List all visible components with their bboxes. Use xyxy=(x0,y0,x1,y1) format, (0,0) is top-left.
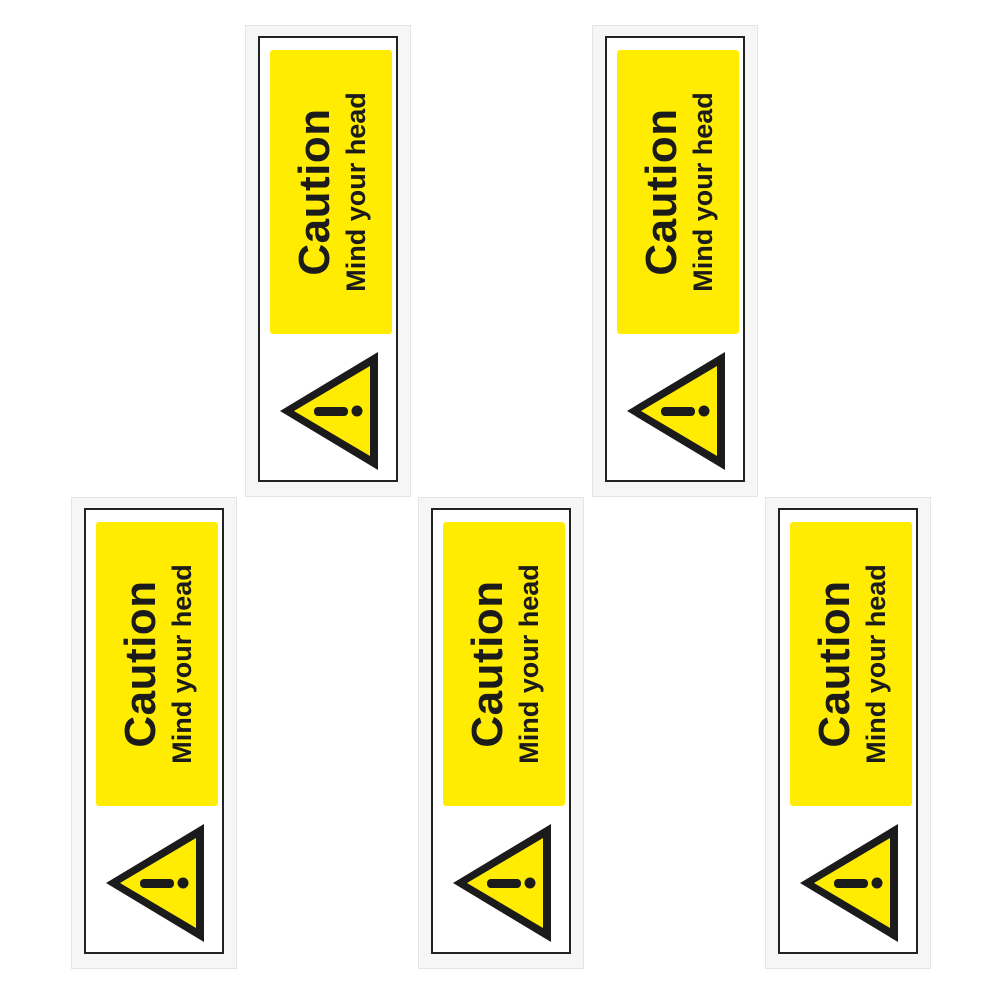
yellow-label: Caution Mind your head xyxy=(617,50,739,334)
caution-sticker: Caution Mind your head xyxy=(593,26,757,496)
caution-title: Caution xyxy=(463,580,512,748)
caution-title: Caution xyxy=(290,108,339,276)
caution-subtitle: Mind your head xyxy=(861,564,891,764)
yellow-label: Caution Mind your head xyxy=(443,522,565,806)
caution-sticker: Caution Mind your head xyxy=(72,498,236,968)
label-text-group: Caution Mind your head xyxy=(116,533,198,795)
yellow-label: Caution Mind your head xyxy=(270,50,392,334)
label-text-group: Caution Mind your head xyxy=(637,61,719,323)
caution-subtitle: Mind your head xyxy=(514,564,544,764)
caution-subtitle: Mind your head xyxy=(167,564,197,764)
warning-triangle-icon xyxy=(100,820,212,946)
warning-triangle-icon xyxy=(794,820,906,946)
label-text-group: Caution Mind your head xyxy=(810,533,892,795)
caution-title: Caution xyxy=(637,108,686,276)
warning-triangle-icon xyxy=(621,348,733,474)
caution-title: Caution xyxy=(810,580,859,748)
yellow-label: Caution Mind your head xyxy=(790,522,912,806)
warning-triangle-icon xyxy=(447,820,559,946)
caution-sticker: Caution Mind your head xyxy=(246,26,410,496)
caution-sticker: Caution Mind your head xyxy=(419,498,583,968)
label-text-group: Caution Mind your head xyxy=(290,61,372,323)
label-text-group: Caution Mind your head xyxy=(463,533,545,795)
caution-title: Caution xyxy=(116,580,165,748)
caution-subtitle: Mind your head xyxy=(341,92,371,292)
caution-sticker: Caution Mind your head xyxy=(766,498,930,968)
warning-triangle-icon xyxy=(274,348,386,474)
caution-subtitle: Mind your head xyxy=(688,92,718,292)
yellow-label: Caution Mind your head xyxy=(96,522,218,806)
